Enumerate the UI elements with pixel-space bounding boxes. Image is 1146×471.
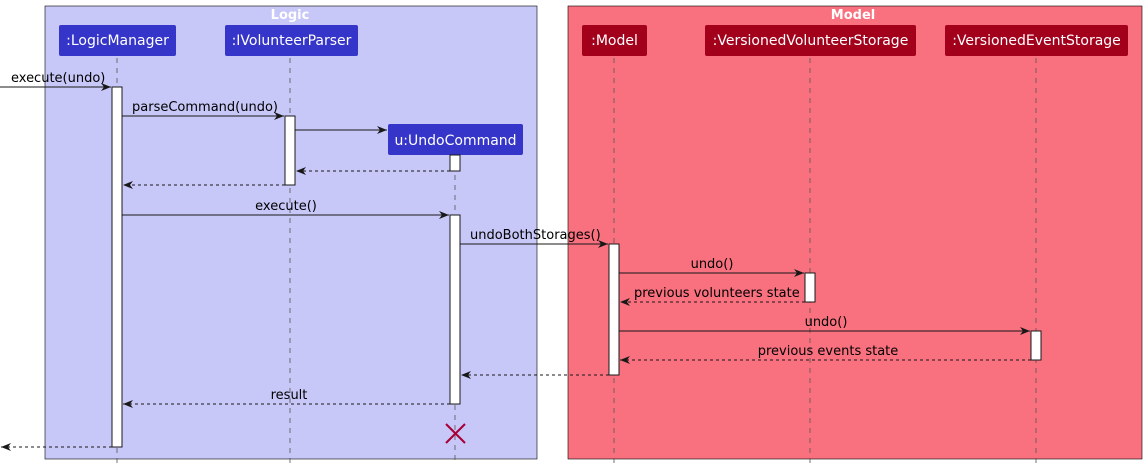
label-previous-volunteers-state: previous volunteers state <box>634 286 800 301</box>
label-execute: execute() <box>255 199 317 214</box>
model-group-title: Model <box>831 8 875 23</box>
participant-undo-command-box <box>388 124 523 155</box>
destroy-mark-icon <box>445 423 466 444</box>
activation-versioned-event-storage <box>1030 330 1042 361</box>
activation-logic-manager <box>111 86 123 448</box>
participant-versioned-volunteer-storage: :VersionedVolunteerStorage <box>713 33 909 49</box>
participant-volunteer-parser: :IVolunteerParser <box>232 33 352 49</box>
participant-model: :Model <box>591 33 638 49</box>
activations <box>111 86 1042 448</box>
logic-group-title: Logic <box>271 8 310 23</box>
participant-model-box <box>582 25 647 56</box>
activation-undo-command-create <box>449 154 461 172</box>
label-undo-both-storages: undoBothStorages() <box>470 228 601 243</box>
label-execute-undo: execute(undo) <box>11 71 105 86</box>
activation-volunteer-parser <box>284 115 296 186</box>
activation-undo-command-execute <box>449 214 461 405</box>
model-group-box <box>567 5 1143 460</box>
message-arrows <box>0 83 1031 451</box>
participant-volunteer-parser-box <box>225 25 358 56</box>
participant-versioned-event-storage-box <box>945 25 1128 56</box>
activation-versioned-volunteer-storage <box>804 272 816 303</box>
label-undo-event: undo() <box>805 315 848 330</box>
participant-versioned-event-storage: :VersionedEventStorage <box>952 33 1121 49</box>
participant-logic-manager: :LogicManager <box>66 33 169 49</box>
label-undo-volunteer: undo() <box>691 257 734 272</box>
label-result: result <box>271 388 308 403</box>
participant-undo-command: u:UndoCommand <box>394 133 516 149</box>
label-parse-command: parseCommand(undo) <box>132 100 278 115</box>
participant-versioned-volunteer-storage-box <box>705 25 916 56</box>
label-previous-events-state: previous events state <box>758 344 899 359</box>
activation-model <box>608 243 620 376</box>
participant-logic-manager-box <box>59 25 176 56</box>
